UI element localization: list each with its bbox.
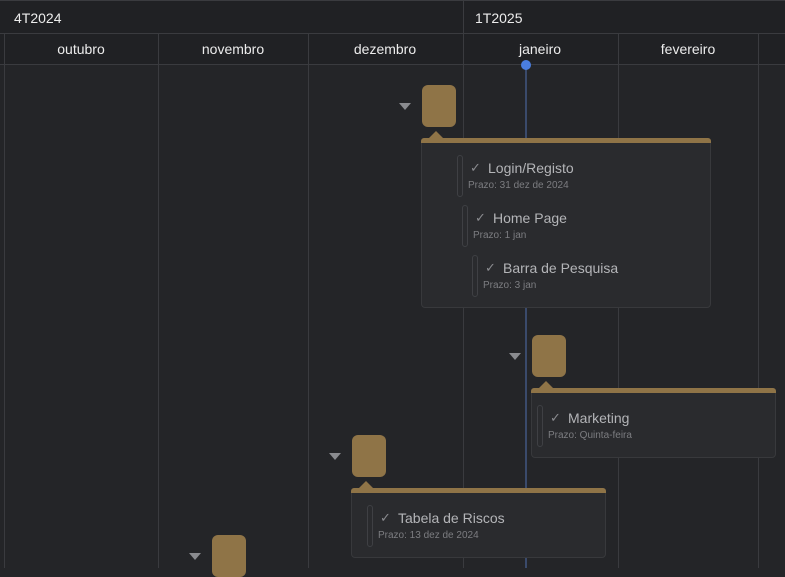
task-item[interactable]: ✓ Marketing Prazo: Quinta-feira [537, 405, 767, 447]
task-drag-handle[interactable] [472, 255, 478, 297]
check-icon[interactable]: ✓ [485, 260, 496, 275]
task-due-date: Prazo: 31 dez de 2024 [468, 180, 569, 191]
grid-line [758, 34, 759, 568]
group-bar[interactable] [421, 138, 711, 143]
grid-line [158, 34, 159, 568]
grid-line [308, 34, 309, 568]
milestone-card[interactable] [532, 335, 566, 377]
task-title[interactable]: Tabela de Riscos [398, 510, 505, 526]
quarter-label: 4T2024 [14, 10, 62, 26]
check-icon[interactable]: ✓ [380, 510, 391, 525]
task-title[interactable]: Marketing [568, 410, 630, 426]
task-drag-handle[interactable] [457, 155, 463, 197]
milestone-card[interactable] [352, 435, 386, 477]
month-row: outubro novembro dezembro janeiro fevere… [0, 34, 785, 65]
month-label: novembro [201, 41, 265, 57]
milestone-pointer [539, 381, 553, 388]
task-title[interactable]: Barra de Pesquisa [503, 260, 619, 276]
task-due-date: Prazo: Quinta-feira [548, 430, 632, 441]
task-item[interactable]: ✓ Home Page Prazo: 1 jan [462, 205, 702, 247]
month-label: outubro [57, 41, 105, 57]
task-drag-handle[interactable] [367, 505, 373, 547]
task-group: ✓ Tabela de Riscos Prazo: 13 dez de 2024 [351, 488, 606, 558]
month-label: janeiro [518, 41, 562, 57]
task-title[interactable]: Home Page [493, 210, 567, 226]
quarter-row: 4T2024 1T2025 [0, 0, 785, 34]
collapse-arrow-icon[interactable] [399, 103, 411, 110]
check-icon[interactable]: ✓ [475, 210, 486, 225]
milestone-pointer [429, 131, 443, 138]
collapse-arrow-icon[interactable] [329, 453, 341, 460]
task-drag-handle[interactable] [462, 205, 468, 247]
group-bar[interactable] [531, 388, 776, 393]
group-bar[interactable] [351, 488, 606, 493]
grid-line [4, 34, 5, 568]
milestone-card[interactable] [422, 85, 456, 127]
task-due-date: Prazo: 13 dez de 2024 [378, 530, 479, 541]
collapse-arrow-icon[interactable] [509, 353, 521, 360]
task-title[interactable]: Login/Registo [488, 160, 574, 176]
task-due-date: Prazo: 1 jan [473, 230, 527, 241]
task-due-date: Prazo: 3 jan [483, 280, 537, 291]
month-label: dezembro [353, 41, 417, 57]
month-label: fevereiro [660, 41, 716, 57]
task-item[interactable]: ✓ Login/Registo Prazo: 31 dez de 2024 [457, 155, 697, 197]
milestone-pointer [359, 481, 373, 488]
task-item[interactable]: ✓ Barra de Pesquisa Prazo: 3 jan [472, 255, 702, 297]
task-group: ✓ Login/Registo Prazo: 31 dez de 2024 ✓ … [421, 138, 711, 308]
collapse-arrow-icon[interactable] [189, 553, 201, 560]
task-group: ✓ Marketing Prazo: Quinta-feira [531, 388, 776, 458]
task-drag-handle[interactable] [537, 405, 543, 447]
timeline-header: 4T2024 1T2025 outubro novembro dezembro … [0, 0, 785, 65]
today-marker [521, 60, 531, 70]
today-line [525, 65, 527, 568]
milestone-card[interactable] [212, 535, 246, 577]
check-icon[interactable]: ✓ [470, 160, 481, 175]
quarter-label: 1T2025 [475, 10, 523, 26]
task-item[interactable]: ✓ Tabela de Riscos Prazo: 13 dez de 2024 [367, 505, 597, 547]
check-icon[interactable]: ✓ [550, 410, 561, 425]
